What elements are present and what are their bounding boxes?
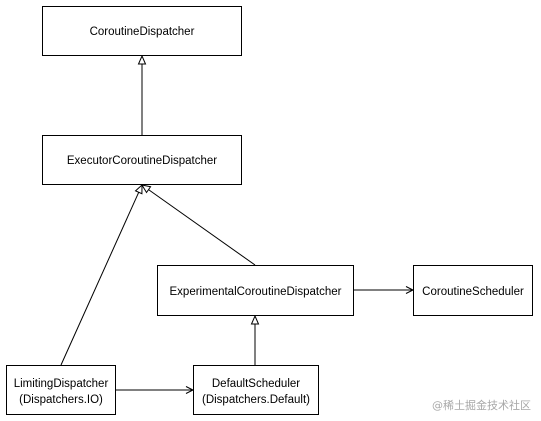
node-executor-coroutine-dispatcher-label-1: ExecutorCoroutineDispatcher: [67, 155, 217, 167]
inheritance-arrowhead-executor-coroutine-dispatcher-to-coroutine-dispatcher: [137, 54, 147, 65]
node-default-scheduler-label-1: DefaultScheduler: [212, 378, 300, 390]
node-default-scheduler-label-2: (Dispatchers.Default): [202, 394, 310, 406]
node-experimental-coroutine-dispatcher-label-1: ExperimentalCoroutineDispatcher: [170, 286, 342, 298]
node-limiting-dispatcher: LimitingDispatcher (Dispatchers.IO): [6, 365, 116, 415]
node-limiting-dispatcher-label-2: (Dispatchers.IO): [19, 394, 103, 406]
node-experimental-coroutine-dispatcher: ExperimentalCoroutineDispatcher: [157, 265, 354, 316]
inheritance-arrowhead-experimental-coroutine-dispatcher-to-executor-coroutine-dispatcher: [140, 184, 152, 194]
nodes: CoroutineDispatcher ExecutorCoroutineDis…: [6, 6, 533, 415]
node-coroutine-dispatcher-label-1: CoroutineDispatcher: [90, 26, 195, 38]
node-limiting-dispatcher-label-1: LimitingDispatcher: [14, 378, 109, 390]
watermark: @稀土掘金技术社区: [432, 399, 531, 412]
edge-limiting-dispatcher-to-executor-coroutine-dispatcher: [60, 192, 140, 366]
edges: [60, 54, 415, 394]
inheritance-arrowhead-default-scheduler-to-experimental-coroutine-dispatcher: [250, 314, 260, 325]
inheritance-arrowhead-limiting-dispatcher-to-executor-coroutine-dispatcher: [134, 183, 143, 195]
edge-experimental-coroutine-dispatcher-to-executor-coroutine-dispatcher: [148, 189, 256, 266]
node-default-scheduler: DefaultScheduler (Dispatchers.Default): [193, 365, 319, 415]
node-coroutine-dispatcher: CoroutineDispatcher: [42, 6, 242, 56]
node-coroutine-scheduler: CoroutineScheduler: [413, 265, 533, 316]
node-executor-coroutine-dispatcher: ExecutorCoroutineDispatcher: [42, 135, 242, 185]
node-coroutine-scheduler-label-1: CoroutineScheduler: [422, 286, 524, 298]
